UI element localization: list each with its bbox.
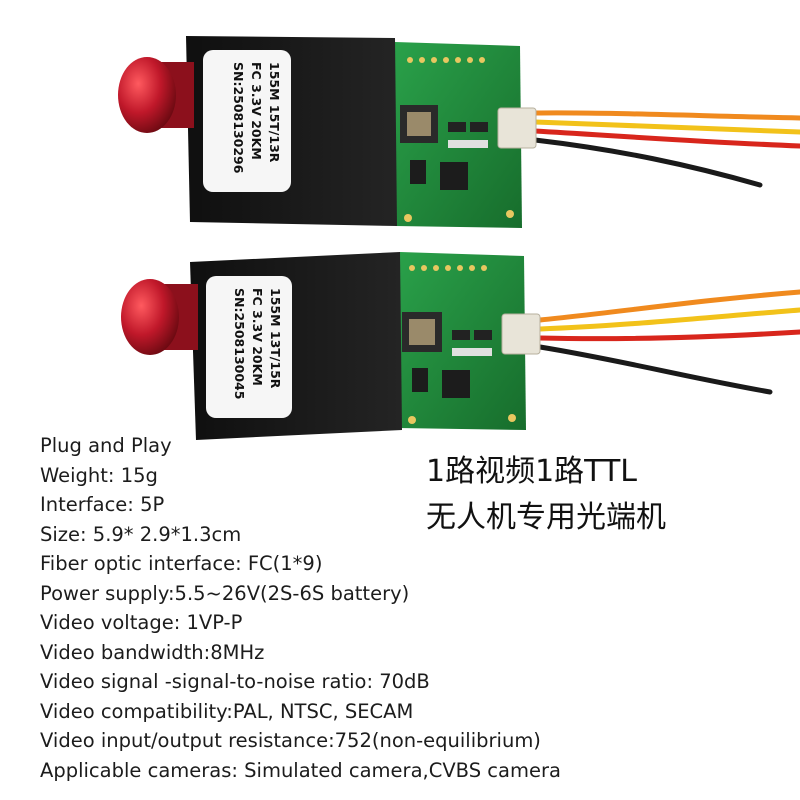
spec-line: Weight: 15g (40, 463, 158, 487)
headline-line-2: 无人机专用光端机 (426, 500, 666, 535)
fiber-cap-bottom (121, 279, 179, 355)
module-label-top (203, 50, 291, 192)
pcb-board-bottom (398, 252, 526, 430)
fiber-module-bottom: 155M 13T/15R FC 3.3V 20KM SN:2508130045 (121, 252, 800, 440)
module-label-line: 155M 15T/13R (267, 62, 282, 163)
spec-line: Interface: 5P (40, 493, 165, 516)
module-label-line: SN:2508130045 (232, 288, 247, 399)
module-label-line: SN:2508130296 (231, 62, 246, 174)
module-label-line: FC 3.3V 20KM (249, 62, 264, 160)
spec-line: Video voltage: 1VP-P (40, 611, 243, 634)
fiber-cap-top (118, 57, 176, 133)
spec-line: Video input/output resistance:752(non-eq… (40, 729, 541, 752)
spec-line: Power supply:5.5~26V(2S-6S battery) (40, 581, 410, 605)
spec-line: Video compatibility:PAL, NTSC, SECAM (40, 699, 414, 723)
product-headline: 1路视频1路TTL 无人机专用光端机 (426, 449, 786, 541)
wire-bundle-top (532, 110, 800, 188)
connector-5p-bottom (501, 313, 541, 355)
spec-line: Plug and Play (40, 434, 172, 457)
spec-line: Size: 5.9* 2.9*1.3cm (40, 522, 242, 546)
wire-bundle-bottom (537, 289, 800, 395)
connector-5p-top (497, 107, 537, 149)
fiber-module-top: 155M 15T/13R FC 3.3V 20KM SN:2508130296 (118, 36, 800, 228)
spec-line: Applicable cameras: Simulated camera,CVB… (40, 758, 561, 782)
spec-line: Fiber optic interface: FC(1*9) (40, 552, 323, 575)
product-photo: 155M 15T/13R FC 3.3V 20KM SN:2508130296 (118, 36, 800, 440)
specs-list: Plug and Play Weight: 15g Interface: 5P … (40, 431, 700, 785)
module-label-line: FC 3.3V 20KM (250, 288, 265, 386)
spec-line: Video bandwidth:8MHz (40, 640, 265, 664)
headline-line-1: 1路视频1路TTL (426, 454, 638, 489)
module-label-line: 155M 13T/15R (268, 288, 283, 389)
spec-line: Video signal -signal-to-noise ratio: 70d… (40, 670, 430, 693)
pcb-board-top (395, 42, 522, 228)
module-label-bottom (206, 276, 292, 418)
